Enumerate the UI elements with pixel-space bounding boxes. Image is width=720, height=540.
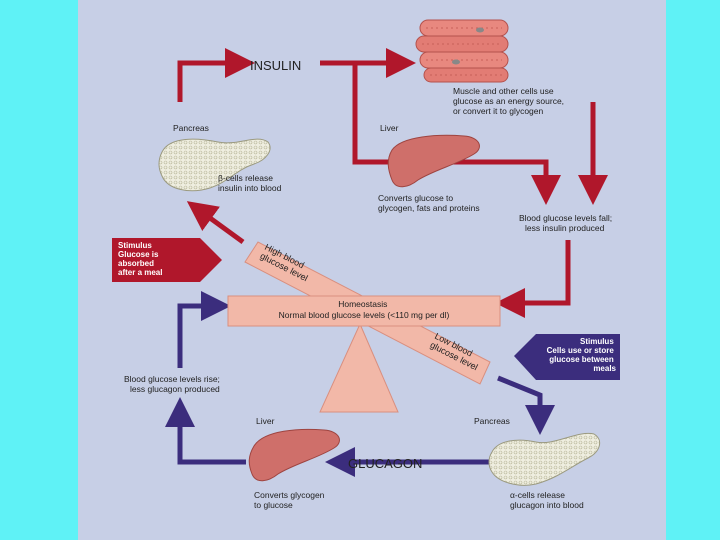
homeostasis-label: Homeostasis Normal blood glucose levels … xyxy=(279,299,450,320)
liver-bottom-image xyxy=(248,428,340,482)
liver-bottom-label: Liver xyxy=(256,416,275,426)
pancreas-top-label: Pancreas xyxy=(173,123,209,133)
beta-cells-label: β-cells release insulin into blood xyxy=(218,173,282,193)
pancreas-bottom-image xyxy=(488,432,601,486)
homeostasis-plank xyxy=(227,295,501,327)
seesaw-fulcrum xyxy=(319,322,399,413)
stimulus-between-meals-box xyxy=(514,334,620,380)
liver-top-image xyxy=(387,134,480,188)
muscle-cells-image xyxy=(415,19,509,83)
pancreas-bottom-label: Pancreas xyxy=(474,416,510,426)
insulin-label: INSULIN xyxy=(250,58,301,73)
glucose-regulation-diagram: Muscle and other cells use glucose as an… xyxy=(112,19,620,510)
glucose-rise-label: Blood glucose levels rise; less glucagon… xyxy=(124,374,222,394)
pancreas-top-image xyxy=(158,138,271,192)
liver-top-label: Liver xyxy=(380,123,399,133)
glucose-fall-label: Blood glucose levels fall; less insulin … xyxy=(519,213,614,233)
glucagon-pathway xyxy=(165,291,555,477)
insulin-pathway xyxy=(177,48,608,318)
liver-top-text: Converts glucose to glycogen, fats and p… xyxy=(378,193,480,213)
alpha-cells-label: α-cells release glucagon into blood xyxy=(510,490,584,510)
stimulus-between-meals-label: Stimulus Cells use or store glucose betw… xyxy=(547,337,617,373)
stimulus-meal-box xyxy=(112,238,222,282)
stimulus-meal-label: Stimulus Glucose is absorbed after a mea… xyxy=(118,241,162,277)
diagram-panel: Muscle and other cells use glucose as an… xyxy=(78,0,666,540)
liver-bottom-text: Converts glycogen to glucose xyxy=(254,490,327,510)
muscle-cells-label: Muscle and other cells use glucose as an… xyxy=(453,86,566,116)
glucagon-label: GLUCAGON xyxy=(348,456,422,471)
